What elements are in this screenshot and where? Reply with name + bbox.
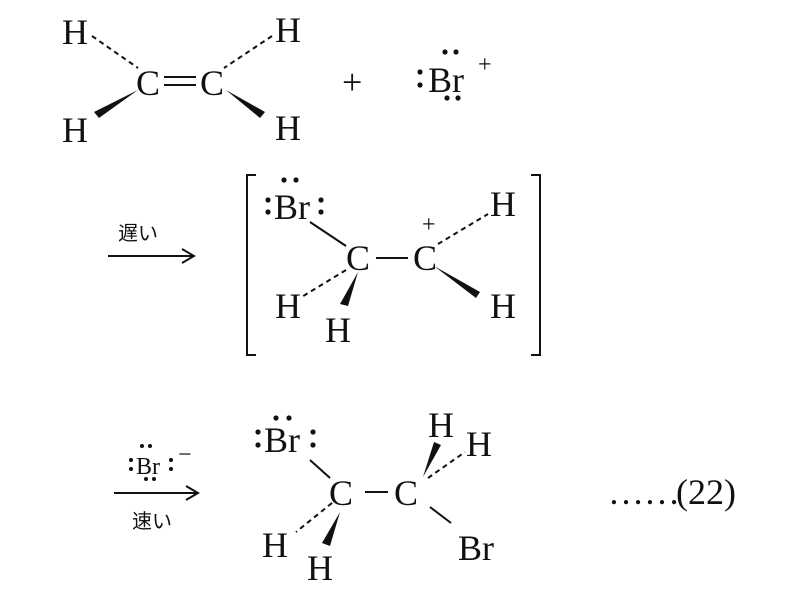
atom-h: H: [490, 286, 516, 326]
atom-h: H: [262, 525, 288, 565]
atom-h: H: [62, 110, 88, 150]
charge-plus: +: [422, 212, 436, 238]
wedge-bond: [322, 512, 340, 546]
single-bond: [429, 506, 452, 524]
charge-plus: +: [478, 52, 492, 78]
arrow-head: [185, 485, 200, 501]
dashed-bond: [299, 269, 347, 299]
atom-h: H: [428, 405, 454, 445]
wedge-bond: [340, 272, 358, 306]
left-bracket: [246, 174, 256, 356]
single-bond: [309, 459, 331, 479]
ethylene: H H C C H H: [62, 10, 301, 150]
slow-label: 遅い: [118, 221, 158, 245]
equation-number: (22): [676, 472, 736, 512]
atom-h: H: [325, 310, 351, 350]
charge-minus: −: [178, 442, 192, 468]
atom-br: Br: [136, 454, 160, 480]
atom-c: C: [413, 238, 437, 278]
wedge-bond: [94, 90, 138, 118]
wedge-bond: [423, 442, 441, 477]
atom-h: H: [275, 286, 301, 326]
single-bond: [309, 221, 347, 247]
atom-c: C: [394, 473, 418, 513]
arrow-head: [181, 248, 196, 264]
atom-c: C: [200, 63, 224, 103]
atom-c: C: [136, 63, 160, 103]
atom-h: H: [275, 108, 301, 148]
bromine-cation: Br +: [417, 49, 492, 101]
atom-br: Br: [458, 528, 494, 568]
dashed-bond: [437, 213, 489, 245]
plus-sign: +: [342, 62, 362, 102]
atom-br: Br: [264, 420, 300, 460]
right-bracket: [531, 174, 541, 356]
atom-br: Br: [274, 187, 310, 227]
dashed-bond: [427, 451, 466, 479]
atom-h: H: [62, 12, 88, 52]
atom-c: C: [346, 238, 370, 278]
atom-h: H: [307, 548, 333, 588]
wedge-bond: [226, 90, 265, 118]
dashed-bond: [295, 502, 333, 533]
atom-br: Br: [428, 60, 464, 100]
bromide-reagent: Br −: [129, 442, 192, 481]
atom-h: H: [275, 10, 301, 50]
atom-h: H: [466, 424, 492, 464]
atom-c: C: [329, 473, 353, 513]
dashed-bond: [91, 35, 139, 69]
intermediate-carbocation: Br C C + H H H H: [246, 174, 541, 356]
atom-h: H: [490, 184, 516, 224]
fast-label: 速い: [132, 509, 172, 533]
dibromoethane: Br C C H H Br H H: [255, 405, 494, 588]
leader-dots: ……: [608, 472, 680, 512]
wedge-bond: [434, 266, 480, 298]
dashed-bond: [223, 35, 273, 69]
